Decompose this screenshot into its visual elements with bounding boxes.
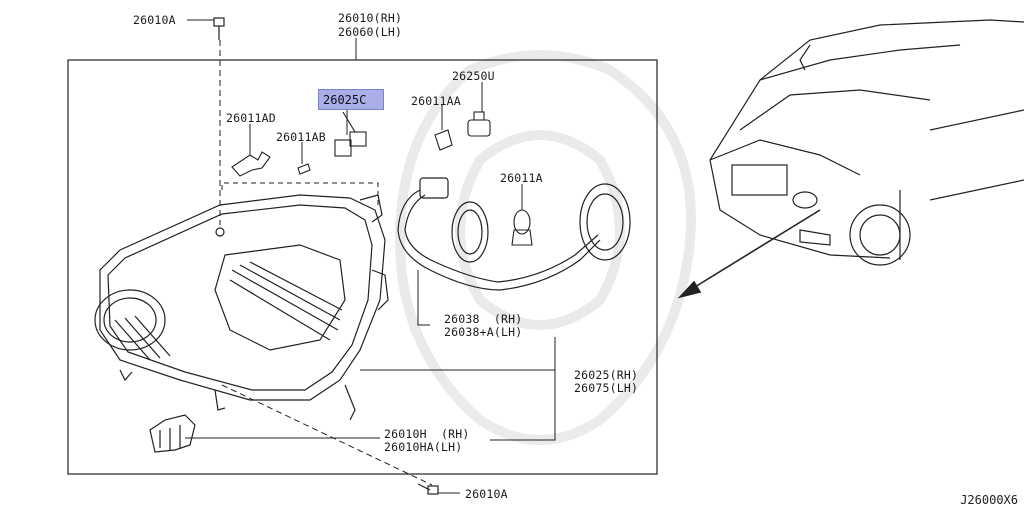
dashed-bolt-line-bottom (221, 384, 433, 486)
diagram-code: J26000X6 (960, 493, 1018, 507)
bulb-holder-26250u-icon (467, 111, 491, 137)
highlighted-part-badge[interactable]: 26025C (318, 89, 384, 110)
label-bulb-ab[interactable]: 26011AB (276, 130, 326, 144)
headlamp-housing (94, 194, 389, 421)
bulb-26011ab-icon (297, 163, 311, 175)
label-housing-lh[interactable]: 26075(LH) (574, 381, 639, 395)
dashed-outline (221, 182, 379, 205)
bulb-26025c-icon (334, 111, 367, 157)
label-bulb-holder-u[interactable]: 26250U (452, 69, 495, 83)
label-assembly-rh[interactable]: 26010(RH) (338, 11, 403, 25)
bracket-26010h-icon (149, 414, 196, 453)
label-bolt-top[interactable]: 26010A (133, 13, 176, 27)
label-bracket-lh[interactable]: 26010HA(LH) (384, 440, 463, 454)
leader-lines (185, 19, 556, 494)
watermark-emblem (394, 50, 696, 445)
label-harness-rh[interactable]: 26038 (RH) (444, 312, 523, 326)
assembly-frame (67, 59, 658, 475)
label-bolt-bottom[interactable]: 26010A (465, 487, 508, 501)
bolt-bottom-icon (417, 483, 439, 495)
wiring-harness (397, 177, 631, 291)
bulb-26011a-icon (511, 209, 533, 246)
label-bulb-aa[interactable]: 26011AA (411, 94, 461, 108)
direction-arrow (677, 209, 821, 299)
label-bulb-ad[interactable]: 26011AD (226, 111, 276, 125)
bulb-26011ad-icon (231, 151, 271, 177)
label-bulb-a[interactable]: 26011A (500, 171, 543, 185)
label-harness-lh[interactable]: 26038+A(LH) (444, 325, 523, 339)
part-26025c-label: 26025C (323, 93, 367, 107)
bolt-top-icon (213, 17, 225, 40)
vehicle-illustration (709, 19, 1024, 266)
label-assembly-lh[interactable]: 26060(LH) (338, 25, 403, 39)
label-bracket-rh[interactable]: 26010H (RH) (384, 427, 470, 441)
bulb-26011aa-icon (434, 129, 453, 151)
label-housing-rh[interactable]: 26025(RH) (574, 368, 639, 382)
